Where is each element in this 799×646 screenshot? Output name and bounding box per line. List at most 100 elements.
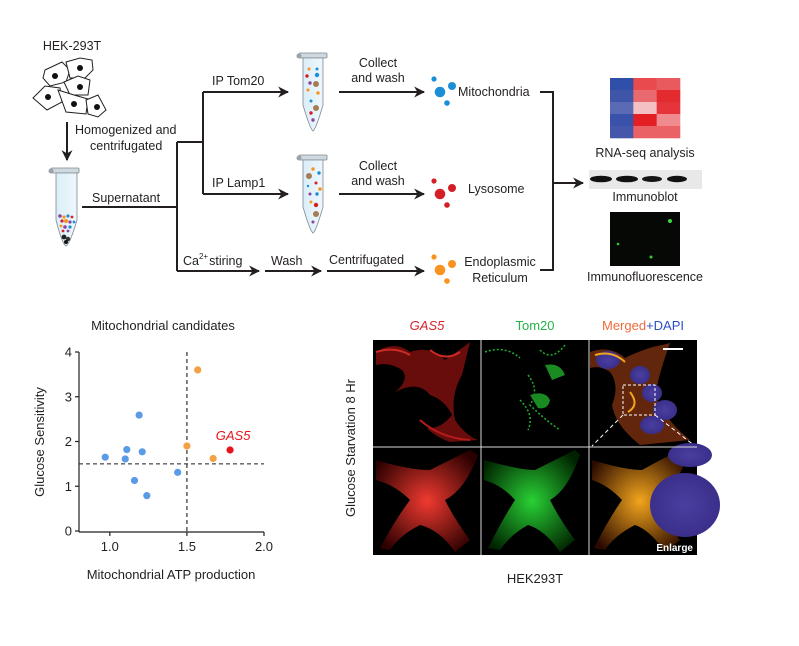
y-tick-label: 3 <box>65 389 72 404</box>
organelle-dot <box>431 254 437 260</box>
lysosome-icon <box>431 178 456 208</box>
heatmap-cell <box>610 78 634 91</box>
collect-wash-1-line2: and wash <box>351 71 405 85</box>
organelle-dot <box>431 178 437 184</box>
heatmap-cell <box>633 78 657 91</box>
heatmap-cell <box>656 90 681 103</box>
ip-lamp1-label: IP Lamp1 <box>212 176 265 190</box>
y-tick-label: 2 <box>65 434 72 449</box>
er-label-line1: Endoplasmic <box>464 255 536 269</box>
organelle-dot <box>444 202 450 208</box>
data-point <box>123 445 131 454</box>
cells-icon <box>32 57 107 118</box>
heatmap-cell <box>633 102 657 115</box>
collect-wash-2-line2: and wash <box>351 174 405 188</box>
y-tick-label: 1 <box>65 479 72 494</box>
data-point <box>121 455 129 463</box>
x-axis-title: Mitochondrial ATP production <box>87 567 256 582</box>
supernatant-label: Supernatant <box>92 191 161 205</box>
ip-tom20-label: IP Tom20 <box>212 74 264 88</box>
heatmap-cell <box>633 114 657 127</box>
heatmap-cell <box>656 78 681 91</box>
inset-box <box>622 384 656 416</box>
organelle-dot <box>444 278 450 284</box>
y-tick-label: 4 <box>65 345 72 360</box>
gas5-enlarged-image <box>376 450 478 552</box>
organelle-dot <box>434 86 446 98</box>
tom20-enlarged-image <box>484 450 580 552</box>
col-label-gas5: GAS5 <box>410 318 445 333</box>
gas5-overview-image <box>375 342 478 442</box>
x-tick-label: 1.0 <box>101 539 119 554</box>
panel-dividers <box>373 340 697 555</box>
tube-lamp1-icon <box>296 154 328 234</box>
heatmap-cell <box>610 90 634 103</box>
lysosome-label: Lysosome <box>468 182 525 196</box>
data-point <box>194 366 202 374</box>
organelle-dot <box>448 260 456 268</box>
merge-bracket <box>540 91 554 271</box>
merged-enlarged-image: Enlarge <box>592 443 720 554</box>
heatmap-cell <box>656 102 681 115</box>
step1-line1: Homogenized and <box>75 123 177 137</box>
inset-guide-left <box>591 414 624 447</box>
tube-tom20-icon <box>296 52 328 132</box>
step1-line2: centrifugated <box>90 139 162 153</box>
heatmap-cell <box>656 126 681 139</box>
microscopy-panel: GAS5 Tom20 Merged+DAPI Glucose Starvatio… <box>343 318 720 586</box>
enlarge-label: Enlarge <box>656 543 693 554</box>
heatmap-cell <box>633 90 657 103</box>
heatmap-cell <box>633 126 657 139</box>
x-tick-label: 1.5 <box>178 539 196 554</box>
data-point <box>183 442 191 450</box>
immunoblot-image <box>589 170 702 189</box>
heatmap-cell <box>610 126 634 139</box>
collect-wash-2-line1: Collect <box>359 159 398 173</box>
organelle-dot <box>448 82 456 90</box>
data-point <box>138 448 146 456</box>
data-point <box>135 411 143 419</box>
wash-label: Wash <box>271 254 303 268</box>
y-axis-title: Glucose Sensitivity <box>32 387 47 497</box>
ca-stirring-label: Ca2+stiring <box>183 252 243 268</box>
immunofluorescence-image <box>610 212 680 266</box>
chart-title: Mitochondrial candidates <box>91 318 235 333</box>
er-icon <box>431 254 456 284</box>
workflow-diagram: HEK-293T Homogenized and centrifugated <box>32 39 703 285</box>
row-label: Glucose Starvation 8 Hr <box>343 378 358 517</box>
data-point <box>226 446 234 454</box>
organelle-dot <box>431 76 437 82</box>
collect-wash-1-line1: Collect <box>359 56 398 70</box>
data-point <box>174 468 182 476</box>
col-label-merged: Merged+DAPI <box>602 318 684 333</box>
inset-guide-right <box>654 414 696 447</box>
scatter-chart: Mitochondrial candidates 0 1 2 3 4 1.0 1.5 2.0 G… <box>32 318 273 582</box>
rna-seq-label: RNA-seq analysis <box>595 146 694 160</box>
data-point <box>209 454 217 463</box>
col-label-tom20: Tom20 <box>515 318 554 333</box>
mitochondria-label: Mitochondria <box>458 85 530 99</box>
point-annotation: GAS5 <box>216 428 251 443</box>
data-point <box>143 492 151 500</box>
x-tick-label: 2.0 <box>255 539 273 554</box>
heatmap-cell <box>610 102 634 115</box>
immunofluorescence-label: Immunofluorescence <box>587 270 703 284</box>
cell-line-caption: HEK293T <box>507 571 563 586</box>
organelle-dot <box>434 188 446 200</box>
data-point <box>130 476 139 485</box>
cell-line-label: HEK-293T <box>43 39 102 53</box>
merged-overview-image <box>590 343 696 447</box>
centrifugated-label: Centrifugated <box>329 253 404 267</box>
er-label-line2: Reticulum <box>472 271 528 285</box>
immunoblot-label: Immunoblot <box>612 190 678 204</box>
y-tick-label: 0 <box>65 524 72 539</box>
tom20-overview-image <box>484 344 566 431</box>
organelle-dot <box>434 264 446 276</box>
organelle-dot <box>448 184 456 192</box>
rna-seq-heatmap <box>610 78 681 139</box>
organelle-dot <box>444 100 450 106</box>
heatmap-cell <box>610 114 634 127</box>
data-point <box>101 453 109 461</box>
tube-icon <box>48 167 80 247</box>
